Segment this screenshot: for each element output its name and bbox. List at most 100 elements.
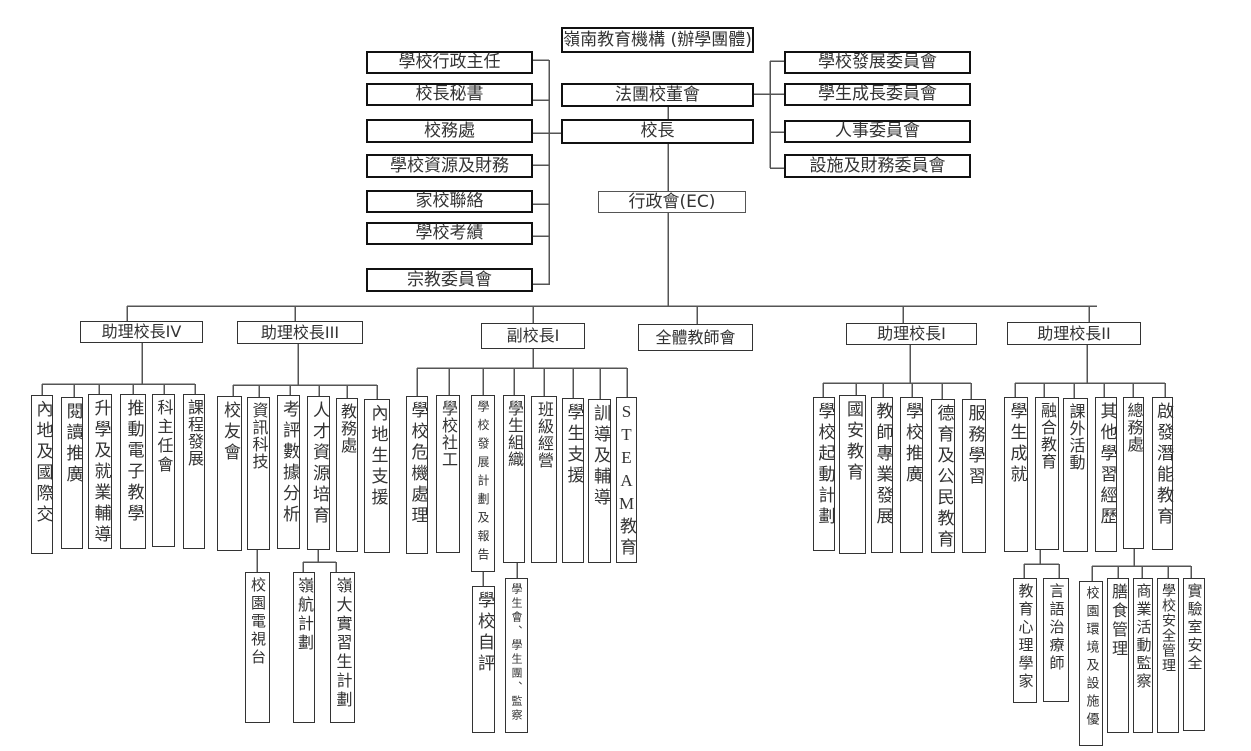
unit-box: 班級經營	[531, 396, 557, 563]
support-unit-label: 學校行政主任	[398, 52, 501, 72]
division-head-label: 助理校長IV	[101, 322, 182, 341]
support-unit-label: 家校聯絡	[415, 191, 484, 211]
subunit-label: 嶺大實習生計劃	[333, 577, 353, 710]
support-unit-box: 宗教委員會	[366, 268, 533, 292]
committee-label: 人事委員會	[835, 121, 920, 141]
unit-box: 升學及就業輔導	[88, 394, 112, 549]
unit-label: 融合教育	[1038, 402, 1057, 470]
unit-label: 學生組織	[505, 400, 524, 468]
subunit-label: 學校安全管理	[1160, 583, 1176, 673]
subunit-box: 校園電視台	[245, 572, 270, 723]
unit-label: 校友會	[220, 401, 240, 464]
unit-box: 學校危機處理	[406, 396, 428, 554]
unit-box: 服務學習	[962, 399, 986, 553]
support-unit-box: 校務處	[366, 119, 533, 143]
unit-box: 德育及公民教育	[931, 399, 955, 553]
unit-box: 教師專業發展	[871, 397, 893, 553]
subunit-box: 嶺航計劃	[293, 572, 315, 723]
unit-label: 內地生支援	[367, 404, 388, 509]
unit-label: 班級經營	[535, 401, 554, 469]
division-head-label: 助理校長III	[260, 322, 340, 342]
support-unit-box: 家校聯絡	[366, 190, 533, 213]
unit-label: 學校推廣	[902, 402, 922, 486]
subunit-label: 校園電視台	[249, 577, 267, 667]
executive-council-label: 行政會(EC)	[628, 191, 716, 212]
unit-box: 內地及國際交	[31, 395, 53, 554]
unit-box: 資訊科技	[247, 397, 270, 550]
unit-box: 人才資源培育	[307, 396, 330, 550]
division-head-box: 助理校長IV	[80, 321, 203, 343]
unit-box: 國安教育	[839, 395, 866, 554]
unit-label: 德育及公民教育	[933, 404, 954, 551]
division-head-box: 助理校長III	[237, 321, 363, 344]
unit-box: 課程發展	[183, 394, 205, 549]
sponsor-box: 嶺南教育機構 (辦學團體)	[561, 27, 754, 53]
unit-label: 學生支援	[563, 403, 584, 487]
support-unit-box: 學校考績	[366, 222, 533, 245]
unit-label: 學校發展計劃及報告	[476, 400, 490, 567]
subunit-label: 教育心理學家	[1016, 583, 1035, 691]
unit-label: 訓導及輔導	[590, 404, 610, 509]
unit-box: 教務處	[336, 398, 358, 552]
principal-label: 校長	[640, 121, 675, 141]
subunit-label: 嶺航計劃	[295, 577, 314, 653]
subunit-box: 教育心理學家	[1013, 578, 1037, 703]
committee-box: 學生成長委員會	[784, 83, 971, 106]
subunit-label: 校園環境及設施優	[1083, 586, 1099, 730]
subunit-box: 商業活動監察	[1133, 578, 1153, 733]
unit-label: 內地及國際交	[32, 400, 53, 526]
unit-box: 學校社工	[436, 395, 460, 553]
unit-box: 啟發潛能教育	[1152, 397, 1173, 550]
unit-label: 學校社工	[439, 400, 458, 468]
unit-box: 閱讀推廣	[61, 397, 83, 549]
subunit-box: 校園環境及設施優	[1079, 581, 1103, 746]
principal-box: 校長	[561, 119, 754, 144]
unit-box: 課外活動	[1063, 398, 1088, 552]
unit-box: 學生支援	[562, 398, 584, 563]
subunit-box: 言語治療師	[1043, 578, 1069, 702]
unit-label: 國安教育	[843, 400, 863, 484]
unit-label: 教務處	[338, 403, 357, 454]
unit-box: 科主任會	[152, 394, 175, 547]
support-unit-label: 學校考績	[415, 223, 484, 243]
unit-box: 學校推廣	[900, 397, 923, 553]
board-box: 法團校董會	[561, 83, 754, 107]
subunit-box: 嶺大實習生計劃	[330, 572, 355, 723]
committee-label: 設施及財務委員會	[809, 155, 946, 176]
support-unit-box: 學校行政主任	[366, 51, 533, 74]
division-head-label: 助理校長I	[877, 324, 946, 343]
unit-label: STEAM教育	[617, 402, 636, 559]
board-label: 法團校董會	[615, 84, 700, 105]
unit-label: 科主任會	[154, 399, 174, 475]
unit-box: 融合教育	[1035, 397, 1059, 550]
unit-label: 課外活動	[1066, 403, 1086, 471]
support-unit-label: 校務處	[424, 120, 475, 141]
subunit-box: 實驗室安全	[1183, 578, 1205, 731]
subunit-label: 言語治療師	[1047, 583, 1066, 673]
committee-label: 學生成長委員會	[818, 84, 937, 104]
support-unit-box: 學校資源及財務	[366, 154, 533, 178]
division-head-label: 全體教師會	[655, 327, 736, 347]
committee-box: 設施及財務委員會	[784, 154, 971, 178]
committee-label: 學校發展委員會	[818, 52, 937, 72]
unit-label: 服務學習	[964, 404, 985, 488]
unit-box: 學校起動計劃	[813, 397, 835, 551]
executive-council-box: 行政會(EC)	[598, 191, 746, 213]
unit-label: 資訊科技	[249, 402, 269, 470]
unit-label: 閱讀推廣	[62, 402, 83, 486]
division-head-box: 副校長I	[481, 323, 585, 349]
division-head-box: 助理校長I	[846, 323, 977, 345]
unit-box: 訓導及輔導	[588, 399, 611, 563]
division-head-box: 助理校長II	[1007, 322, 1141, 345]
subunit-label: 實驗室安全	[1185, 583, 1204, 673]
unit-label: 學校起動計劃	[814, 402, 835, 528]
committee-box: 學校發展委員會	[784, 51, 971, 74]
subunit-box: 學生會、學生團、監察	[505, 578, 528, 733]
unit-label: 總務處	[1124, 402, 1144, 453]
unit-box: 學生組織	[503, 395, 525, 563]
unit-label: 考評數據分析	[279, 400, 299, 526]
division-head-label: 副校長I	[506, 326, 560, 345]
unit-box: 內地生支援	[364, 399, 390, 553]
